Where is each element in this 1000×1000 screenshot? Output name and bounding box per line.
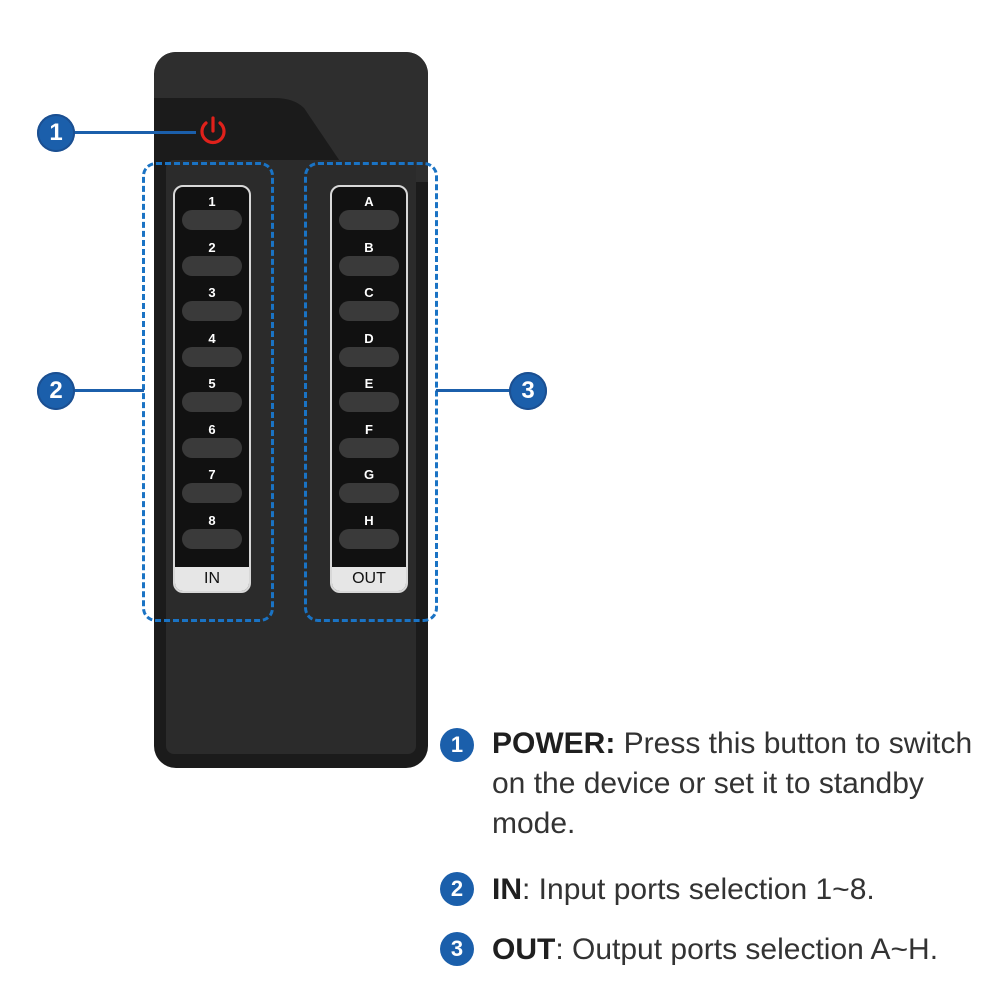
input-key-label: 1	[208, 194, 216, 209]
output-key-button[interactable]	[339, 346, 399, 367]
legend-text-in: IN: Input ports selection 1~8.	[492, 870, 992, 910]
output-key-label: C	[364, 285, 374, 300]
callout-1-leader	[70, 131, 196, 134]
input-key-button[interactable]	[182, 392, 242, 412]
input-key-button[interactable]	[182, 528, 242, 549]
out-panel-label: OUT	[332, 567, 406, 591]
input-key-button[interactable]	[182, 301, 242, 321]
legend-number-1: 1	[440, 728, 474, 762]
power-icon[interactable]	[196, 114, 230, 148]
input-key-label: 2	[208, 239, 216, 255]
output-key-label: E	[364, 376, 374, 391]
callout-2-badge: 2	[37, 372, 75, 410]
legend-text-power: POWER: Press this button to switch on th…	[492, 724, 992, 844]
input-highlight-box	[142, 162, 274, 622]
output-key-label: F	[365, 421, 373, 437]
output-key-label: D	[364, 330, 374, 346]
output-highlight-box	[304, 162, 438, 622]
legend-desc-power: Press this button to switch on the devic…	[492, 727, 973, 840]
input-key-label: 5	[208, 376, 216, 391]
callout-3-badge: 3	[509, 372, 547, 410]
input-key-label: 6	[208, 421, 216, 437]
output-key-panel: A B C D E F G H OUT	[330, 185, 408, 593]
legend-text-out: OUT: Output ports selection A~H.	[492, 930, 992, 970]
output-key-button[interactable]	[339, 528, 399, 549]
legend-desc-in: : Input ports selection 1~8.	[522, 873, 875, 906]
output-key-button[interactable]	[339, 301, 399, 321]
legend-term-in: IN	[492, 873, 522, 906]
legend-term-power: POWER:	[492, 727, 616, 760]
output-key-button[interactable]	[339, 437, 399, 458]
callout-1-badge: 1	[37, 114, 75, 152]
output-key-label: A	[364, 194, 374, 209]
callout-3-leader	[436, 389, 516, 392]
input-key-button[interactable]	[182, 255, 242, 276]
input-key-button[interactable]	[182, 483, 242, 503]
input-key-button[interactable]	[182, 210, 242, 230]
input-key-button[interactable]	[182, 346, 242, 367]
callout-2-leader	[70, 389, 144, 392]
in-panel-label: IN	[175, 567, 249, 591]
input-key-label: 4	[208, 330, 216, 346]
input-key-label: 8	[208, 512, 216, 528]
output-key-label: H	[364, 512, 374, 528]
output-key-button[interactable]	[339, 392, 399, 412]
input-key-label: 7	[208, 467, 216, 482]
legend-term-out: OUT	[492, 933, 556, 966]
output-key-label: B	[364, 239, 374, 255]
output-key-button[interactable]	[339, 210, 399, 230]
output-key-label: G	[363, 467, 375, 482]
legend-number-2: 2	[440, 872, 474, 906]
input-key-button[interactable]	[182, 437, 242, 458]
legend-desc-out: : Output ports selection A~H.	[555, 933, 939, 966]
input-key-label: 3	[208, 285, 216, 300]
remote-top-panel	[154, 52, 428, 182]
output-key-button[interactable]	[339, 483, 399, 503]
input-key-panel: 1 2 3 4 5 6 7 8 IN	[173, 185, 251, 593]
legend-number-3: 3	[440, 932, 474, 966]
output-key-button[interactable]	[339, 255, 399, 276]
